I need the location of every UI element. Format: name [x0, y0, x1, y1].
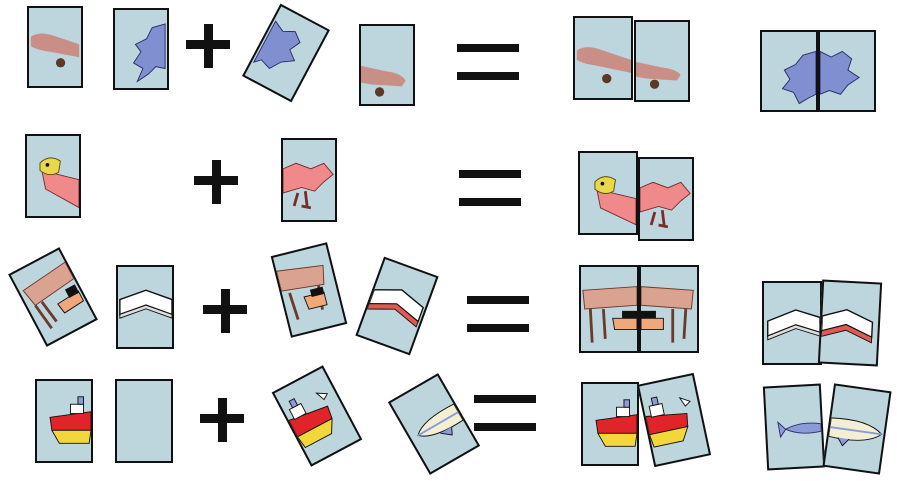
answer-book-right[interactable] [818, 279, 882, 366]
bird-icon [42, 170, 79, 207]
table-icon [641, 287, 693, 309]
answer-airship-right[interactable] [822, 383, 891, 474]
answer-skateboard-right[interactable] [634, 20, 690, 102]
answer-fish-left[interactable] [763, 384, 825, 471]
skateboard-icon [361, 66, 406, 86]
plus-sign [186, 24, 230, 68]
card-skateboard-left[interactable] [27, 6, 83, 88]
boat-icon [50, 412, 91, 431]
card-bird-right[interactable] [281, 138, 337, 222]
book-icon [120, 290, 172, 314]
fish-icon [785, 422, 821, 434]
bird-icon [597, 189, 636, 224]
puddle-icon [782, 51, 816, 103]
card-airship-left[interactable] [388, 373, 480, 475]
card-table-right[interactable] [271, 242, 348, 338]
bird-icon [640, 182, 690, 212]
bird-icon [283, 163, 333, 193]
answer-boat-right[interactable] [637, 373, 711, 467]
skateboard-icon [577, 47, 631, 73]
card-bird-left[interactable] [25, 134, 81, 218]
plus-sign [194, 160, 238, 204]
equals-sign [457, 44, 519, 80]
boat-icon [596, 415, 637, 434]
plus-sign [203, 289, 247, 333]
answer-table-right[interactable] [639, 265, 699, 353]
equals-sign [474, 395, 536, 431]
puddle-icon [254, 21, 307, 79]
answer-skateboard-left[interactable] [573, 16, 633, 100]
equals-sign [467, 296, 529, 332]
plus-sign [200, 398, 244, 442]
card-table-left[interactable] [8, 247, 98, 347]
answer-book-left[interactable] [762, 281, 822, 365]
answer-puddle-right[interactable] [818, 30, 876, 112]
answer-puddle-left[interactable] [760, 30, 818, 112]
book-icon [369, 281, 426, 322]
card-book-left[interactable] [116, 265, 174, 349]
answer-bird-right[interactable] [638, 157, 694, 241]
card-skateboard-right[interactable] [359, 24, 415, 106]
card-boat-right[interactable] [272, 365, 363, 466]
table-icon [583, 287, 637, 309]
card-blank[interactable] [115, 379, 173, 463]
equals-sign [459, 170, 521, 206]
card-puddle-left[interactable] [113, 8, 169, 90]
answer-boat-left[interactable] [581, 382, 639, 466]
answer-table-left[interactable] [579, 265, 639, 353]
skateboard-icon [636, 62, 681, 81]
card-boat-left[interactable] [35, 379, 93, 463]
puddle-icon [820, 51, 859, 94]
skateboard-icon [31, 33, 79, 57]
answer-bird-left[interactable] [578, 151, 638, 235]
puddle-icon [134, 24, 166, 82]
card-book-right[interactable] [355, 257, 438, 356]
card-puddle-right[interactable] [242, 4, 330, 103]
